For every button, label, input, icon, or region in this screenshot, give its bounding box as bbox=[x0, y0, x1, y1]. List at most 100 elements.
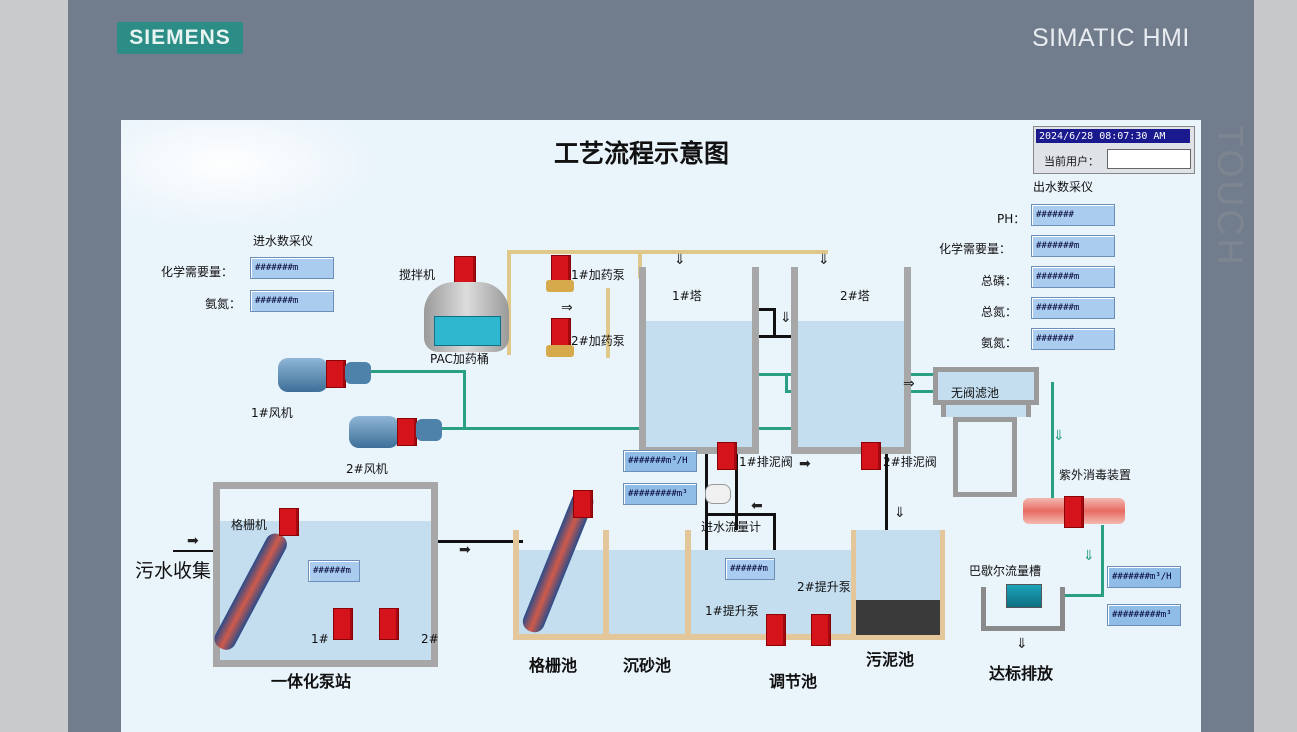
blower-1-label: 1#风机 bbox=[251, 406, 293, 420]
uv-label: 紫外消毒装置 bbox=[1059, 468, 1132, 482]
sludge-valve-2-label: 2#排泥阀 bbox=[883, 455, 937, 469]
outlet-tn-value: #######m bbox=[1031, 297, 1115, 319]
outlet-cod-value: #######m bbox=[1031, 235, 1115, 257]
pump-1[interactable] bbox=[333, 608, 353, 640]
dosing-pump-2-base bbox=[546, 345, 574, 357]
inlet-panel-title: 进水数采仪 bbox=[253, 234, 314, 248]
sewage-collection-label: 污水收集 bbox=[135, 560, 212, 582]
grille-tank-label: 格栅池 bbox=[529, 656, 578, 675]
flow-arrow: ⇓ bbox=[780, 310, 792, 326]
inlet-arrow: ⇓ bbox=[818, 252, 830, 268]
inlet-cod-value: #######m bbox=[250, 257, 334, 279]
inlet-flowmeter[interactable] bbox=[705, 484, 731, 504]
pump-2[interactable] bbox=[379, 608, 399, 640]
inlet-pipe bbox=[705, 310, 708, 620]
lift-pipe bbox=[708, 513, 776, 516]
lift-pump-2-label: 2#提升泵 bbox=[797, 580, 851, 594]
datetime-display: 2024/6/28 08:07:30 AM bbox=[1036, 129, 1190, 143]
basin-wall bbox=[603, 530, 609, 640]
flow-arrow: ⬅ bbox=[751, 498, 763, 514]
sludge-valve-1[interactable] bbox=[717, 442, 737, 470]
inlet-pipe bbox=[741, 335, 801, 338]
siemens-logo: SIEMENS bbox=[117, 22, 243, 54]
flow-arrow: ⇓ bbox=[1083, 548, 1095, 564]
inlet-flow-total: #########m³ bbox=[623, 483, 697, 505]
outlet-flow-total: #########m³ bbox=[1107, 604, 1181, 626]
valveless-filter-neck bbox=[941, 405, 1031, 417]
uv-lamp[interactable] bbox=[1064, 496, 1084, 528]
dosing-pipe bbox=[507, 250, 511, 355]
left-background bbox=[0, 0, 68, 732]
outlet-pipe bbox=[1051, 382, 1054, 500]
current-user-field[interactable] bbox=[1107, 149, 1191, 169]
air-pipe bbox=[463, 370, 466, 430]
pump-station-rim bbox=[213, 482, 438, 489]
pump-2-label: 2# bbox=[421, 632, 439, 646]
status-panel: 2024/6/28 08:07:30 AM 当前用户： bbox=[1033, 126, 1195, 174]
water-pipe bbox=[785, 373, 788, 393]
regulating-tank-label: 调节池 bbox=[769, 672, 818, 691]
outlet-panel-title: 出水数采仪 bbox=[1033, 180, 1094, 194]
inlet-flow-rate: #######m³/H bbox=[623, 450, 697, 472]
current-user-label: 当前用户： bbox=[1044, 155, 1099, 168]
dosing-pump-1-label: 1#加药泵 bbox=[571, 268, 625, 282]
tower-2-label: 2#塔 bbox=[840, 289, 870, 303]
sludge-valve-2[interactable] bbox=[861, 442, 881, 470]
flow-arrow: ➡ bbox=[459, 542, 471, 558]
inlet-pipe bbox=[773, 308, 776, 338]
valveless-filter-body bbox=[953, 417, 1017, 497]
valveless-filter-top[interactable] bbox=[933, 367, 1039, 405]
basin-wall bbox=[685, 530, 691, 640]
inlet-arrow: ⇓ bbox=[674, 252, 686, 268]
lift-pump-1[interactable] bbox=[766, 614, 786, 646]
blower-1-motor[interactable] bbox=[326, 360, 346, 388]
inlet-ammonia-value: #######m bbox=[250, 290, 334, 312]
dosing-pipe bbox=[507, 250, 642, 254]
grille-tank-motor[interactable] bbox=[573, 490, 593, 518]
treatment-basins bbox=[513, 530, 873, 640]
inlet-pipe bbox=[173, 550, 229, 552]
hmi-model-label: SIMATIC HMI bbox=[1032, 24, 1190, 52]
pac-tank-label: PAC加药桶 bbox=[430, 352, 489, 366]
flow-arrow: ➡ bbox=[799, 456, 811, 472]
page-title: 工艺流程示意图 bbox=[554, 139, 730, 168]
lift-pipe bbox=[403, 540, 523, 543]
tower-1[interactable] bbox=[639, 267, 759, 454]
lift-pump-2[interactable] bbox=[811, 614, 831, 646]
outlet-ph-value: ####### bbox=[1031, 204, 1115, 226]
mixer-label: 搅拌机 bbox=[399, 268, 436, 282]
outlet-tn-label: 总氮： bbox=[981, 305, 1018, 319]
dosing-pump-1-base bbox=[546, 280, 574, 292]
flow-arrow: ⇒ bbox=[903, 376, 915, 392]
discharge-label: 达标排放 bbox=[989, 664, 1054, 683]
right-background bbox=[1254, 0, 1297, 732]
dosing-pipe bbox=[606, 288, 610, 358]
sludge-valve-1-label: 1#排泥阀 bbox=[739, 455, 793, 469]
tower-2[interactable] bbox=[791, 267, 911, 454]
air-pipe bbox=[343, 370, 463, 373]
blower-1-head bbox=[345, 362, 371, 384]
outlet-flow-rate: #######m³/H bbox=[1107, 566, 1181, 588]
sludge-tank-label: 污泥池 bbox=[866, 650, 915, 669]
parshall-sensor bbox=[1006, 584, 1042, 608]
sludge-pipe bbox=[885, 450, 888, 590]
grille-machine-motor[interactable] bbox=[279, 508, 299, 536]
screen-glare bbox=[121, 120, 381, 230]
grit-tank-label: 沉砂池 bbox=[623, 656, 672, 675]
sludge-pipe bbox=[735, 450, 738, 530]
inlet-flowmeter-label: 进水流量计 bbox=[701, 520, 762, 534]
basin-wall bbox=[513, 530, 519, 640]
outlet-ammonia-label: 氨氮： bbox=[981, 336, 1018, 350]
tower-1-label: 1#塔 bbox=[672, 289, 702, 303]
dosing-pump-1[interactable] bbox=[551, 255, 571, 283]
blower-2-motor[interactable] bbox=[397, 418, 417, 446]
dosing-pipe bbox=[638, 250, 642, 278]
basin-floor bbox=[513, 634, 873, 640]
outlet-cod-label: 化学需要量： bbox=[939, 242, 1012, 256]
dosing-pump-2[interactable] bbox=[551, 318, 571, 346]
blower-2-head bbox=[416, 419, 442, 441]
flow-arrow: ⇓ bbox=[1016, 636, 1028, 652]
grille-machine-label: 格栅机 bbox=[231, 518, 268, 532]
grit-tank[interactable] bbox=[609, 550, 685, 634]
pump-station-level: ######m bbox=[308, 560, 360, 582]
